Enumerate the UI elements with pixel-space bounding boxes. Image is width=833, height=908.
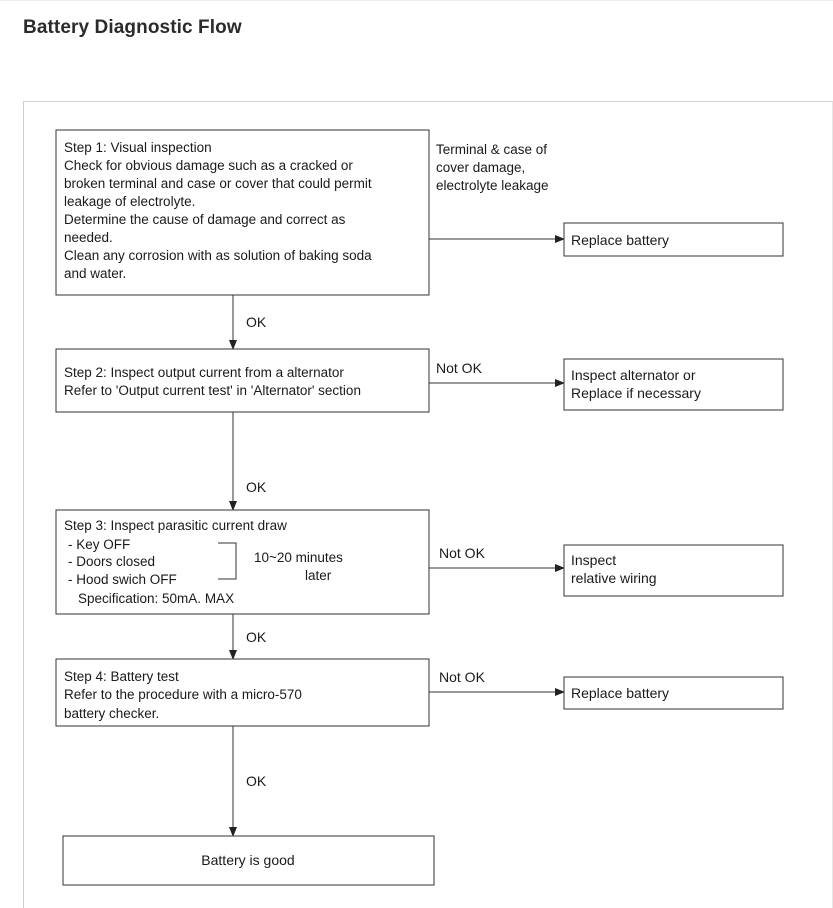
ok-label-1: OK bbox=[246, 314, 267, 330]
step2-action-box bbox=[563, 358, 784, 411]
step3-bracket bbox=[218, 542, 237, 580]
top-divider bbox=[0, 0, 833, 1]
step1-line: Step 1: Visual inspection bbox=[64, 140, 212, 155]
step3-timing-line: 10~20 minutes bbox=[254, 550, 343, 565]
step1-condition-line: electrolyte leakage bbox=[436, 178, 549, 193]
step2-text: Step 2: Inspect output current from a al… bbox=[64, 365, 361, 398]
step1-action-box bbox=[563, 222, 784, 257]
step2-condition: Not OK bbox=[436, 360, 483, 376]
step4-condition: Not OK bbox=[439, 669, 486, 685]
step1-line: Determine the cause of damage and correc… bbox=[64, 212, 346, 227]
step1-line: broken terminal and case or cover that c… bbox=[64, 176, 372, 191]
step3-items: - Key OFF - Doors closed - Hood swich OF… bbox=[68, 537, 177, 587]
result-text: Battery is good bbox=[201, 852, 294, 868]
step1-condition-line: Terminal & case of bbox=[436, 142, 547, 157]
step3-action-line: relative wiring bbox=[571, 570, 657, 586]
page-title: Battery Diagnostic Flow bbox=[23, 17, 242, 38]
step1-line: Clean any corrosion with as solution of … bbox=[64, 248, 372, 263]
step1-box bbox=[55, 129, 430, 296]
step2-action-line: Inspect alternator or bbox=[571, 367, 696, 383]
step3-action-line: Inspect bbox=[571, 552, 616, 568]
step2-action-text: Inspect alternator or Replace if necessa… bbox=[571, 367, 701, 401]
step3-timing-line: later bbox=[305, 568, 332, 583]
step2-action-line: Replace if necessary bbox=[571, 385, 701, 401]
result-box bbox=[62, 835, 435, 886]
step4-text: Step 4: Battery test Refer to the proced… bbox=[64, 669, 306, 721]
step4-box bbox=[55, 658, 430, 727]
step2-box bbox=[55, 348, 430, 413]
step3-item: - Key OFF bbox=[68, 537, 130, 552]
step3-item: - Doors closed bbox=[68, 554, 155, 569]
step3-spec: Specification: 50mA. MAX bbox=[78, 591, 234, 606]
step2-line: Refer to 'Output current test' in 'Alter… bbox=[64, 383, 361, 398]
step1-condition: Terminal & case of cover damage, electro… bbox=[436, 142, 551, 193]
ok-label-3: OK bbox=[246, 629, 267, 645]
step4-line: Refer to the procedure with a micro-570 bbox=[64, 687, 302, 702]
step4-line: Step 4: Battery test bbox=[64, 669, 179, 684]
ok-label-2: OK bbox=[246, 479, 267, 495]
step4-action-box bbox=[563, 676, 784, 710]
step1-line: needed. bbox=[64, 230, 113, 245]
step1-line: and water. bbox=[64, 266, 126, 281]
step3-timing: 10~20 minutes later bbox=[254, 550, 347, 583]
step1-line: leakage of electrolyte. bbox=[64, 194, 195, 209]
step3-box bbox=[55, 509, 430, 615]
step4-line: battery checker. bbox=[64, 706, 159, 721]
step3-action-box bbox=[563, 544, 784, 597]
step3-action-text: Inspect relative wiring bbox=[571, 552, 657, 586]
step1-text: Step 1: Visual inspection Check for obvi… bbox=[64, 140, 375, 281]
step1-line: Check for obvious damage such as a crack… bbox=[64, 158, 353, 173]
step1-action-text: Replace battery bbox=[571, 232, 669, 248]
step2-line: Step 2: Inspect output current from a al… bbox=[64, 365, 344, 380]
step4-action-text: Replace battery bbox=[571, 685, 669, 701]
step1-condition-line: cover damage, bbox=[436, 160, 525, 175]
step3-item: - Hood swich OFF bbox=[68, 572, 177, 587]
step3-condition: Not OK bbox=[439, 545, 486, 561]
step3-title: Step 3: Inspect parasitic current draw bbox=[64, 518, 287, 533]
ok-label-4: OK bbox=[246, 773, 267, 789]
